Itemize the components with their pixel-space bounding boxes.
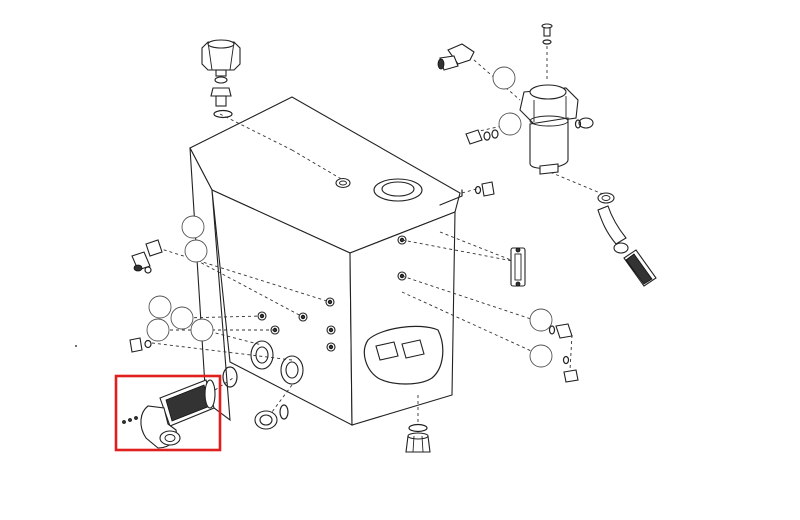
- breather-cap: [201, 41, 241, 71]
- outlet-ports: [250, 340, 304, 385]
- level-sight-gauge: [510, 247, 526, 287]
- balloon: [498, 112, 522, 136]
- outlet-gasket: [222, 366, 238, 388]
- highlight-selection-box: [114, 374, 222, 452]
- drain-plug-assembly: [405, 423, 431, 453]
- tank-flange-lip: [439, 189, 463, 206]
- return-filter-assembly: [437, 23, 594, 197]
- balloon: [184, 239, 208, 263]
- balloon: [529, 344, 553, 368]
- hose-elbow: [597, 205, 627, 245]
- reference-balloons: [146, 66, 553, 368]
- right-side-fittings: [548, 323, 579, 383]
- balloon: [181, 215, 205, 239]
- inspection-cover: [363, 325, 444, 385]
- tank-right-face: [349, 211, 456, 426]
- return-hose-assembly: [597, 192, 657, 287]
- balloon: [492, 66, 516, 90]
- filler-port-opening: [381, 181, 415, 197]
- cap-gasket: [213, 109, 233, 119]
- balloon: [146, 318, 170, 342]
- left-side-fittings: [129, 239, 163, 353]
- suction-strainer-elbow[interactable]: [122, 379, 216, 449]
- stray-mark: [75, 345, 77, 347]
- balloon: [170, 306, 194, 330]
- top-port: [335, 177, 351, 189]
- balloon: [529, 308, 553, 332]
- balloon: [190, 318, 214, 342]
- breather-cap-assembly: [201, 39, 241, 119]
- balloon: [148, 295, 172, 319]
- hydraulic-tank: [189, 96, 463, 426]
- outlet-plug-assembly: [254, 404, 289, 430]
